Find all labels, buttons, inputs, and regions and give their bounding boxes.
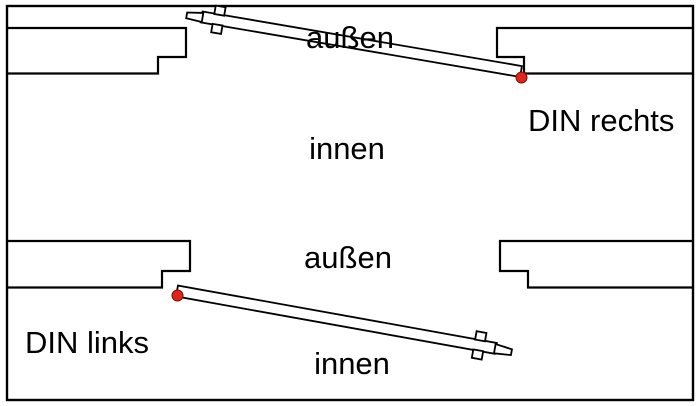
top-door-latch-tip bbox=[185, 11, 205, 24]
bottom-left-wall bbox=[8, 239, 192, 289]
top-diagram-din-rechts: außen innen DIN rechts bbox=[8, 4, 692, 166]
bottom-door-lock-plate-upper bbox=[474, 330, 488, 343]
top-door-leaf-group bbox=[185, 4, 523, 78]
top-hinge-dot bbox=[515, 71, 528, 84]
bottom-outside-label: außen bbox=[304, 240, 392, 275]
bottom-handing-label: DIN links bbox=[25, 325, 149, 360]
top-left-wall bbox=[8, 26, 188, 75]
top-inside-label: innen bbox=[309, 131, 385, 166]
top-door-lock-plate-upper bbox=[213, 4, 227, 17]
bottom-diagram-din-links: außen innen DIN links bbox=[8, 239, 692, 381]
bottom-right-wall bbox=[498, 239, 692, 289]
bottom-hinge-dot bbox=[171, 289, 184, 302]
top-right-wall bbox=[495, 26, 692, 75]
top-handing-label: DIN rechts bbox=[528, 103, 674, 138]
top-outside-label: außen bbox=[306, 20, 394, 55]
bottom-door-lock-plate-lower bbox=[470, 348, 485, 361]
top-door-lock-plate-lower bbox=[210, 22, 224, 35]
figure-border bbox=[5, 4, 695, 402]
bottom-door-latch-tip bbox=[492, 342, 513, 357]
bottom-inside-label: innen bbox=[314, 346, 390, 381]
